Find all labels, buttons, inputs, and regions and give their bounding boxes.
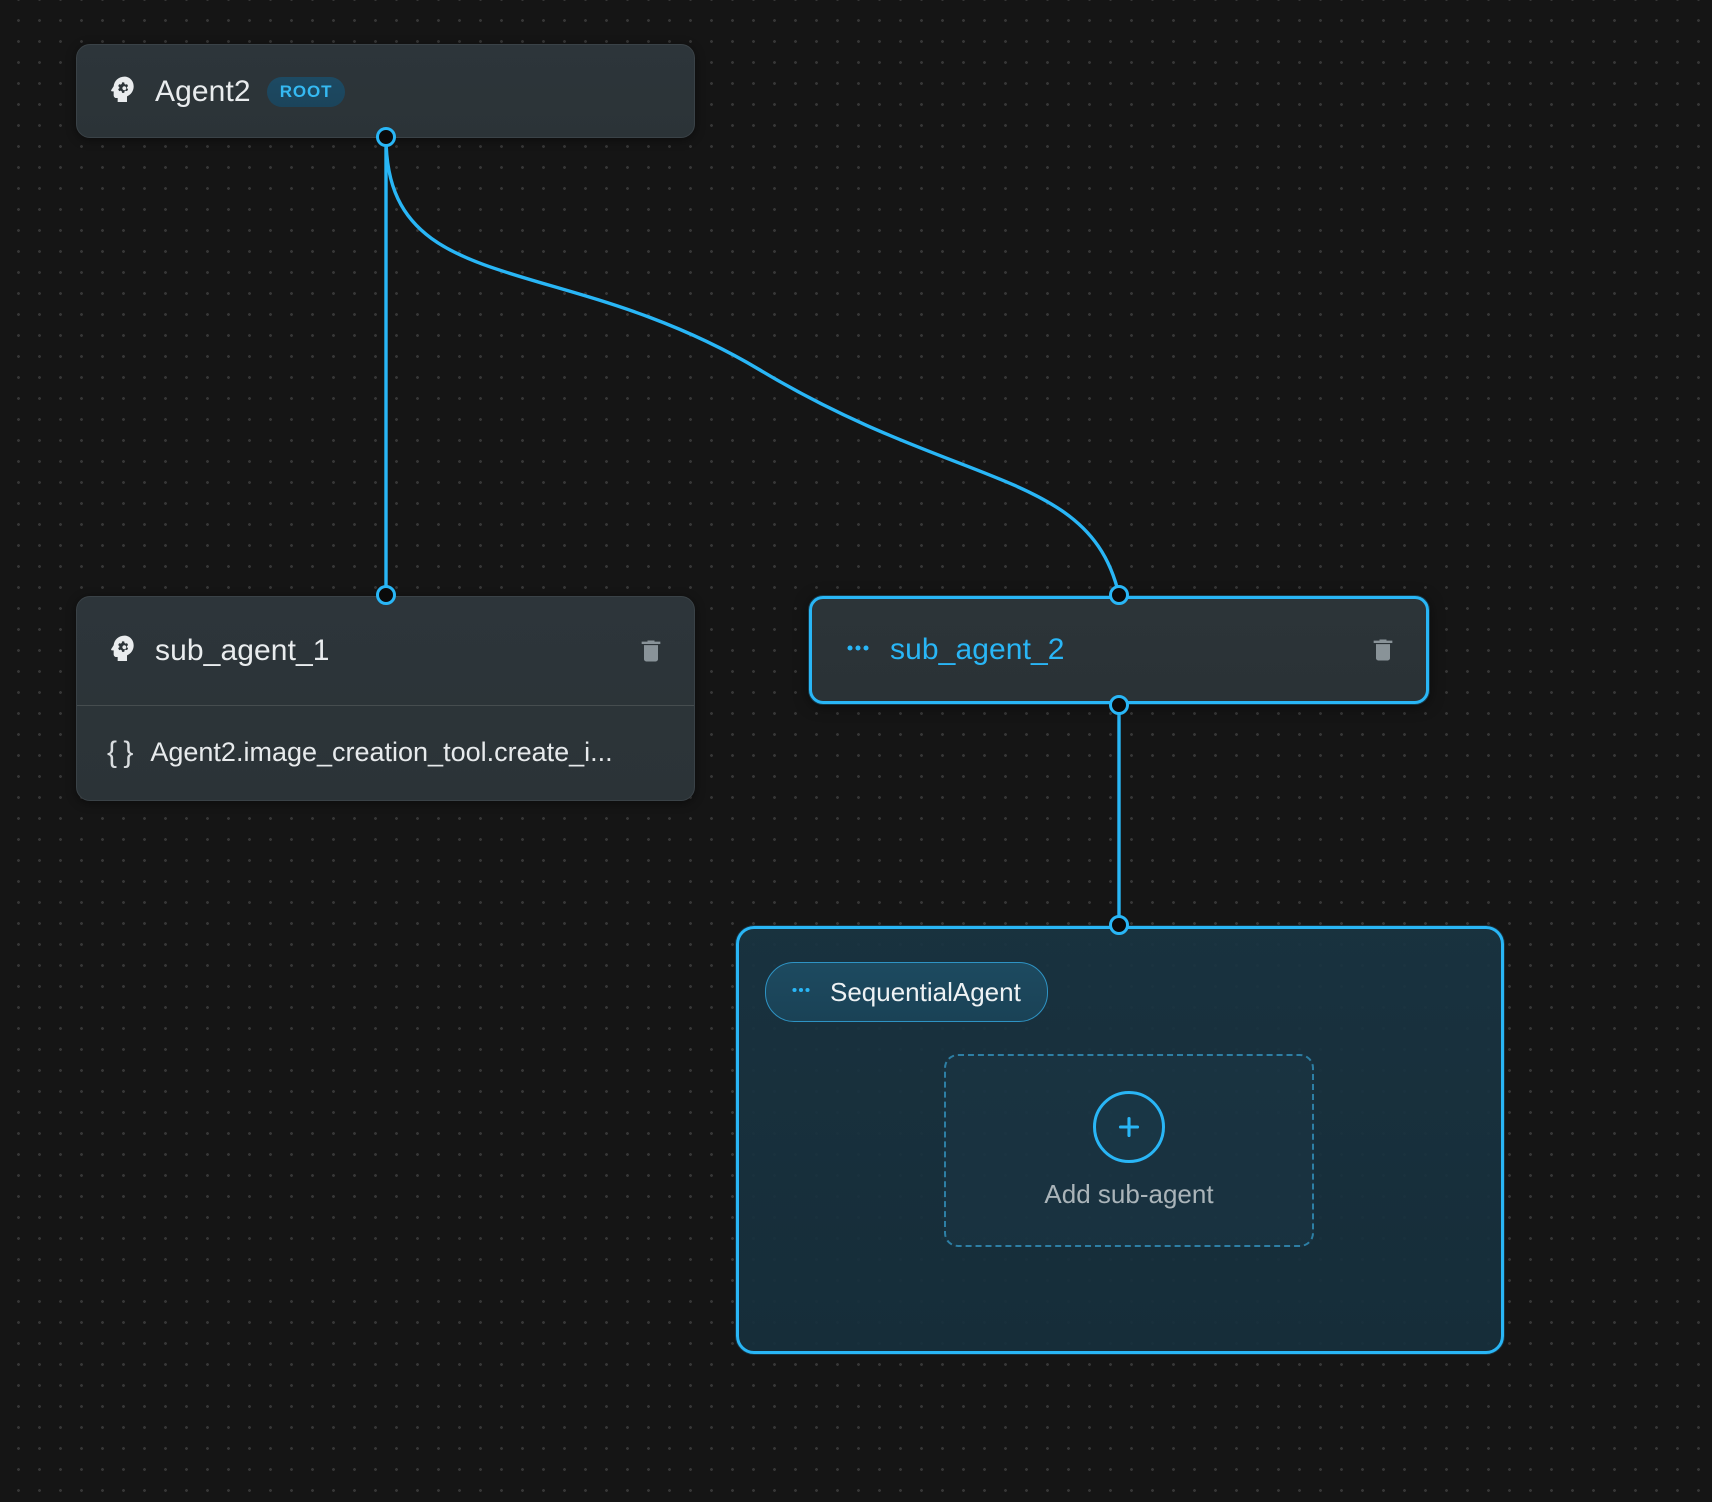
edge-agent2-to-sub-agent-2 — [384, 136, 1121, 596]
node-sub-agent-1[interactable]: sub_agent_1 { } Agent2.image_creation_to… — [76, 596, 695, 801]
node-agent2-title: Agent2 — [155, 75, 251, 108]
node-sub-agent-1-title: sub_agent_1 — [155, 634, 330, 667]
handle-sub-agent-1-target[interactable] — [376, 585, 396, 605]
node-agent2-header: Agent2 ROOT — [77, 45, 694, 139]
psychology-icon — [107, 74, 139, 111]
trash-icon[interactable] — [634, 634, 668, 668]
node-sub-agent-2-header: sub_agent_2 — [812, 599, 1426, 701]
add-sub-agent-label: Add sub-agent — [1044, 1179, 1214, 1209]
handle-sub-agent-2-source[interactable] — [1109, 695, 1129, 715]
node-sub-agent-2[interactable]: sub_agent_2 — [809, 596, 1429, 704]
more-horiz-icon — [788, 977, 814, 1008]
tool-label: Agent2.image_creation_tool.create_i... — [150, 737, 613, 767]
handle-agent2-source[interactable] — [376, 127, 396, 147]
node-sequential-agent[interactable]: SequentialAgent Add sub-agent — [736, 926, 1504, 1354]
handle-sub-agent-2-target[interactable] — [1109, 585, 1129, 605]
root-badge: ROOT — [266, 77, 346, 107]
sequential-agent-label: SequentialAgent — [830, 976, 1021, 1007]
tool-row-image-creation[interactable]: { } Agent2.image_creation_tool.create_i.… — [77, 706, 694, 799]
plus-icon[interactable] — [1093, 1091, 1165, 1163]
trash-icon[interactable] — [1366, 633, 1400, 667]
node-sub-agent-2-title: sub_agent_2 — [890, 633, 1065, 666]
node-divider — [77, 705, 694, 706]
node-sub-agent-1-header: sub_agent_1 — [77, 597, 694, 705]
node-agent2[interactable]: Agent2 ROOT — [76, 44, 695, 138]
curly-braces-icon: { } — [107, 735, 133, 769]
sequential-agent-badge[interactable]: SequentialAgent — [765, 962, 1048, 1022]
psychology-icon — [107, 633, 139, 670]
add-sub-agent-dropzone[interactable]: Add sub-agent — [944, 1054, 1314, 1247]
handle-sequential-agent-target[interactable] — [1109, 915, 1129, 935]
more-horiz-icon — [842, 632, 874, 669]
